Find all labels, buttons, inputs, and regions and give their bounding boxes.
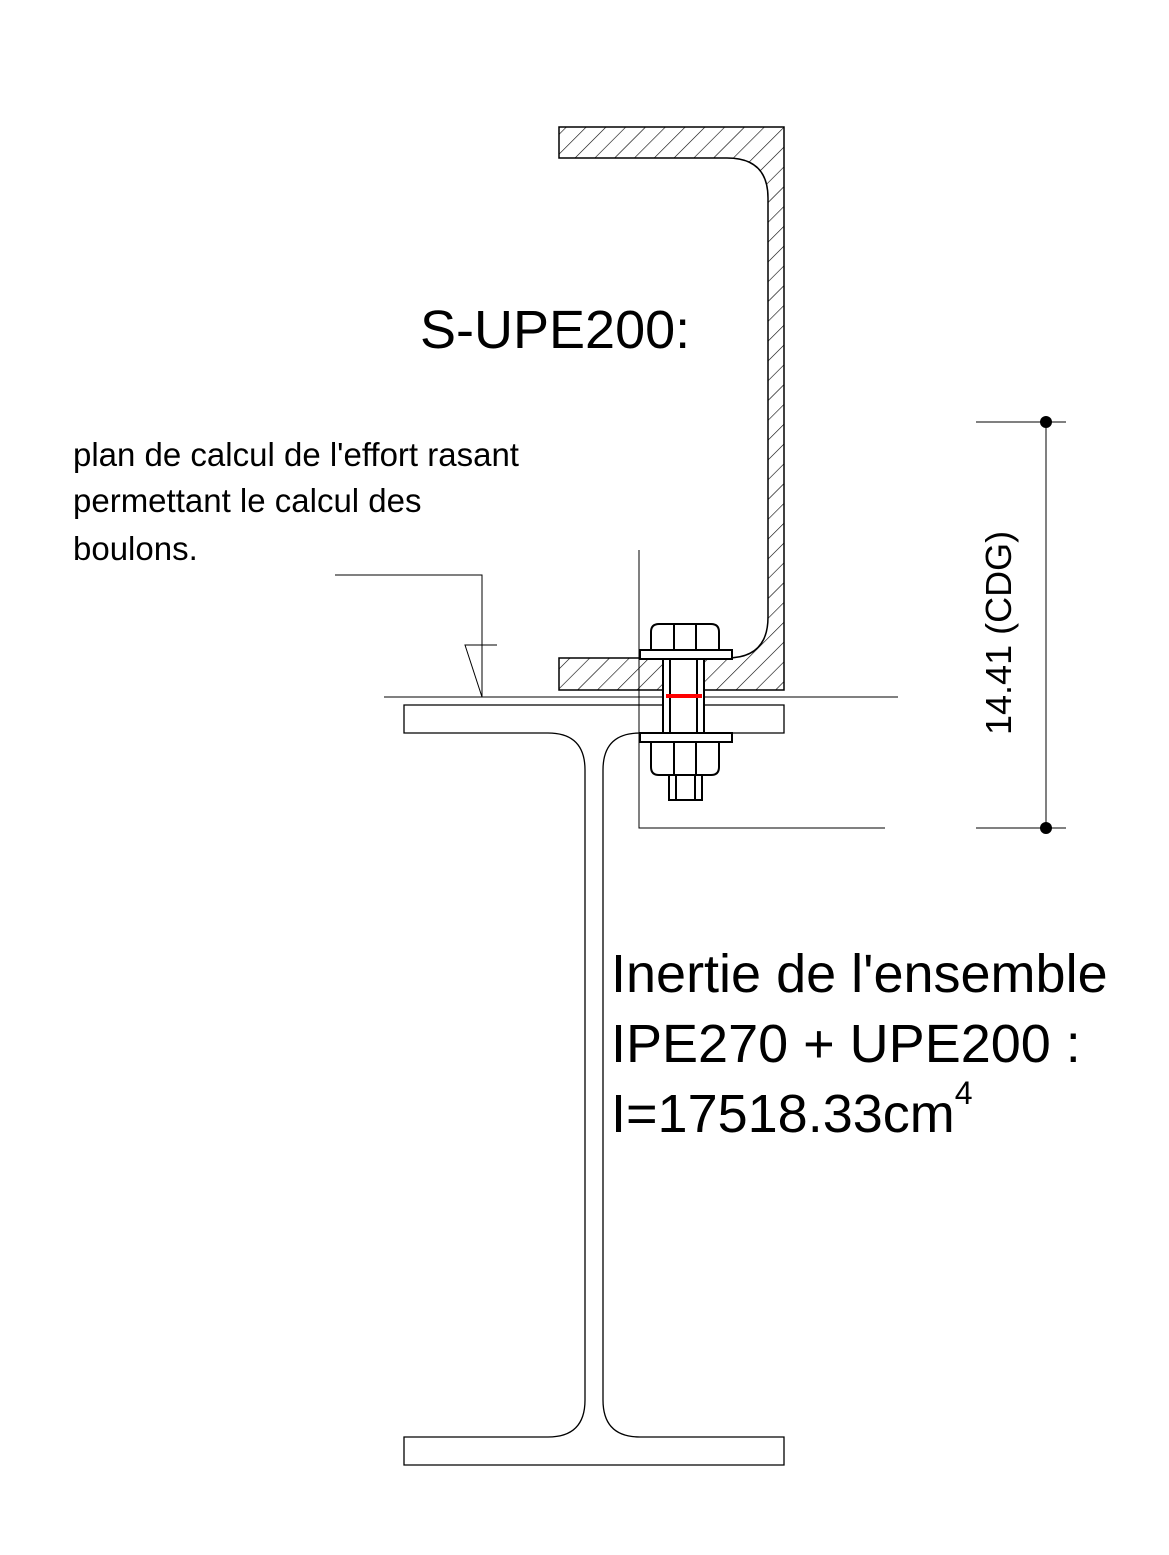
inertia-title: Inertie de l'ensemble [611,944,1108,1004]
dimension-dot-top [1040,416,1052,428]
inertia-value-main: I=17518.33cm [611,1084,955,1144]
bolt-thread-end [668,774,703,801]
bolt-head [650,623,720,651]
bolt-washer-top [639,649,733,660]
note-leader-line [335,574,483,697]
dimension-dot-bottom [1040,822,1052,834]
inertia-components: IPE270 + UPE200 : [611,1014,1081,1074]
note-text-line-2: permettant le calcul des [73,482,422,519]
note-text-line-1: plan de calcul de l'effort rasant [73,436,519,473]
note-text-line-3: boulons. [73,530,198,567]
inertia-exponent: 4 [955,1075,973,1111]
ipe270-i-beam-section [403,704,785,1466]
upe200-channel-section [558,126,785,691]
dimension-label: 14.41 (CDG) [978,531,1019,735]
inertia-value: I=17518.33cm4 [611,1075,973,1144]
note-leader-arrow [464,644,497,698]
section-title: S-UPE200: [420,300,690,360]
bolt-washer-bottom [639,732,733,743]
bolt-nut [650,741,720,776]
cdg-reference-line [638,550,885,829]
